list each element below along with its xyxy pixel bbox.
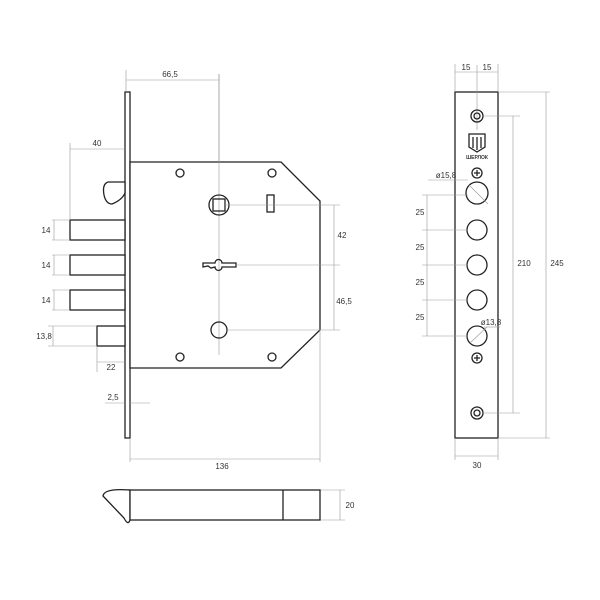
faceplate [124, 91, 131, 439]
strike-dimension-lines [422, 64, 550, 460]
dim-faceplate-thickness: 2,5 [107, 393, 119, 402]
dim-hole-spacing: 25 [416, 243, 425, 252]
body-profile [129, 489, 321, 521]
dim-hole-spacing: 25 [416, 208, 425, 217]
dim-body-width: 136 [215, 462, 229, 471]
dim-bolt-4-throw: 22 [107, 363, 116, 372]
lock-front-view: 66,5 40 14 14 14 13,8 22 2,5 136 42 46,5 [36, 70, 352, 521]
dim-spindle-to-key: 42 [338, 231, 347, 240]
strike-plate-view: ШЕРЛОК 15 15 30 ø15,8 ø13,8 25 25 25 25 [416, 63, 565, 470]
dim-bolt-height: 13,8 [36, 332, 52, 341]
dim-hole-spacing: 25 [416, 278, 425, 287]
lock-bottom-view: 20 [102, 488, 355, 524]
dim-screw-spacing: 210 [517, 259, 531, 268]
dim-strike-width: 30 [473, 461, 482, 470]
cross-screw [471, 352, 483, 364]
mount-hole [175, 168, 185, 178]
dim-strike-half: 15 [462, 63, 471, 72]
dim-strike-half: 15 [483, 63, 492, 72]
bolt [96, 325, 126, 347]
dimension-lines [48, 70, 345, 521]
slot [266, 194, 275, 213]
mount-hole [267, 352, 277, 362]
dim-bolt-height: 14 [42, 296, 51, 305]
bolt [69, 219, 126, 241]
dim-hole-small: ø13,8 [481, 318, 502, 327]
mount-hole [175, 352, 185, 362]
dim-body-depth: 20 [346, 501, 355, 510]
dim-strike-length: 245 [550, 259, 564, 268]
dim-spindle-offset: 66,5 [162, 70, 178, 79]
dim-hole-spacing: 25 [416, 313, 425, 322]
dim-bolt-throw: 40 [93, 139, 102, 148]
brand-logo [468, 133, 486, 153]
keyhole [202, 258, 237, 272]
bolt [69, 254, 126, 276]
bolt-hole [465, 181, 489, 205]
latch [102, 181, 126, 205]
latch-profile [102, 488, 131, 524]
dim-key-to-cylinder: 46,5 [336, 297, 352, 306]
dim-bolt-height: 14 [42, 261, 51, 270]
brand-name: ШЕРЛОК [466, 155, 489, 161]
bolt [69, 289, 126, 311]
dim-bolt-height: 14 [42, 226, 51, 235]
cross-screw [471, 167, 483, 179]
dim-hole-large: ø15,8 [436, 171, 457, 180]
mount-hole [267, 168, 277, 178]
